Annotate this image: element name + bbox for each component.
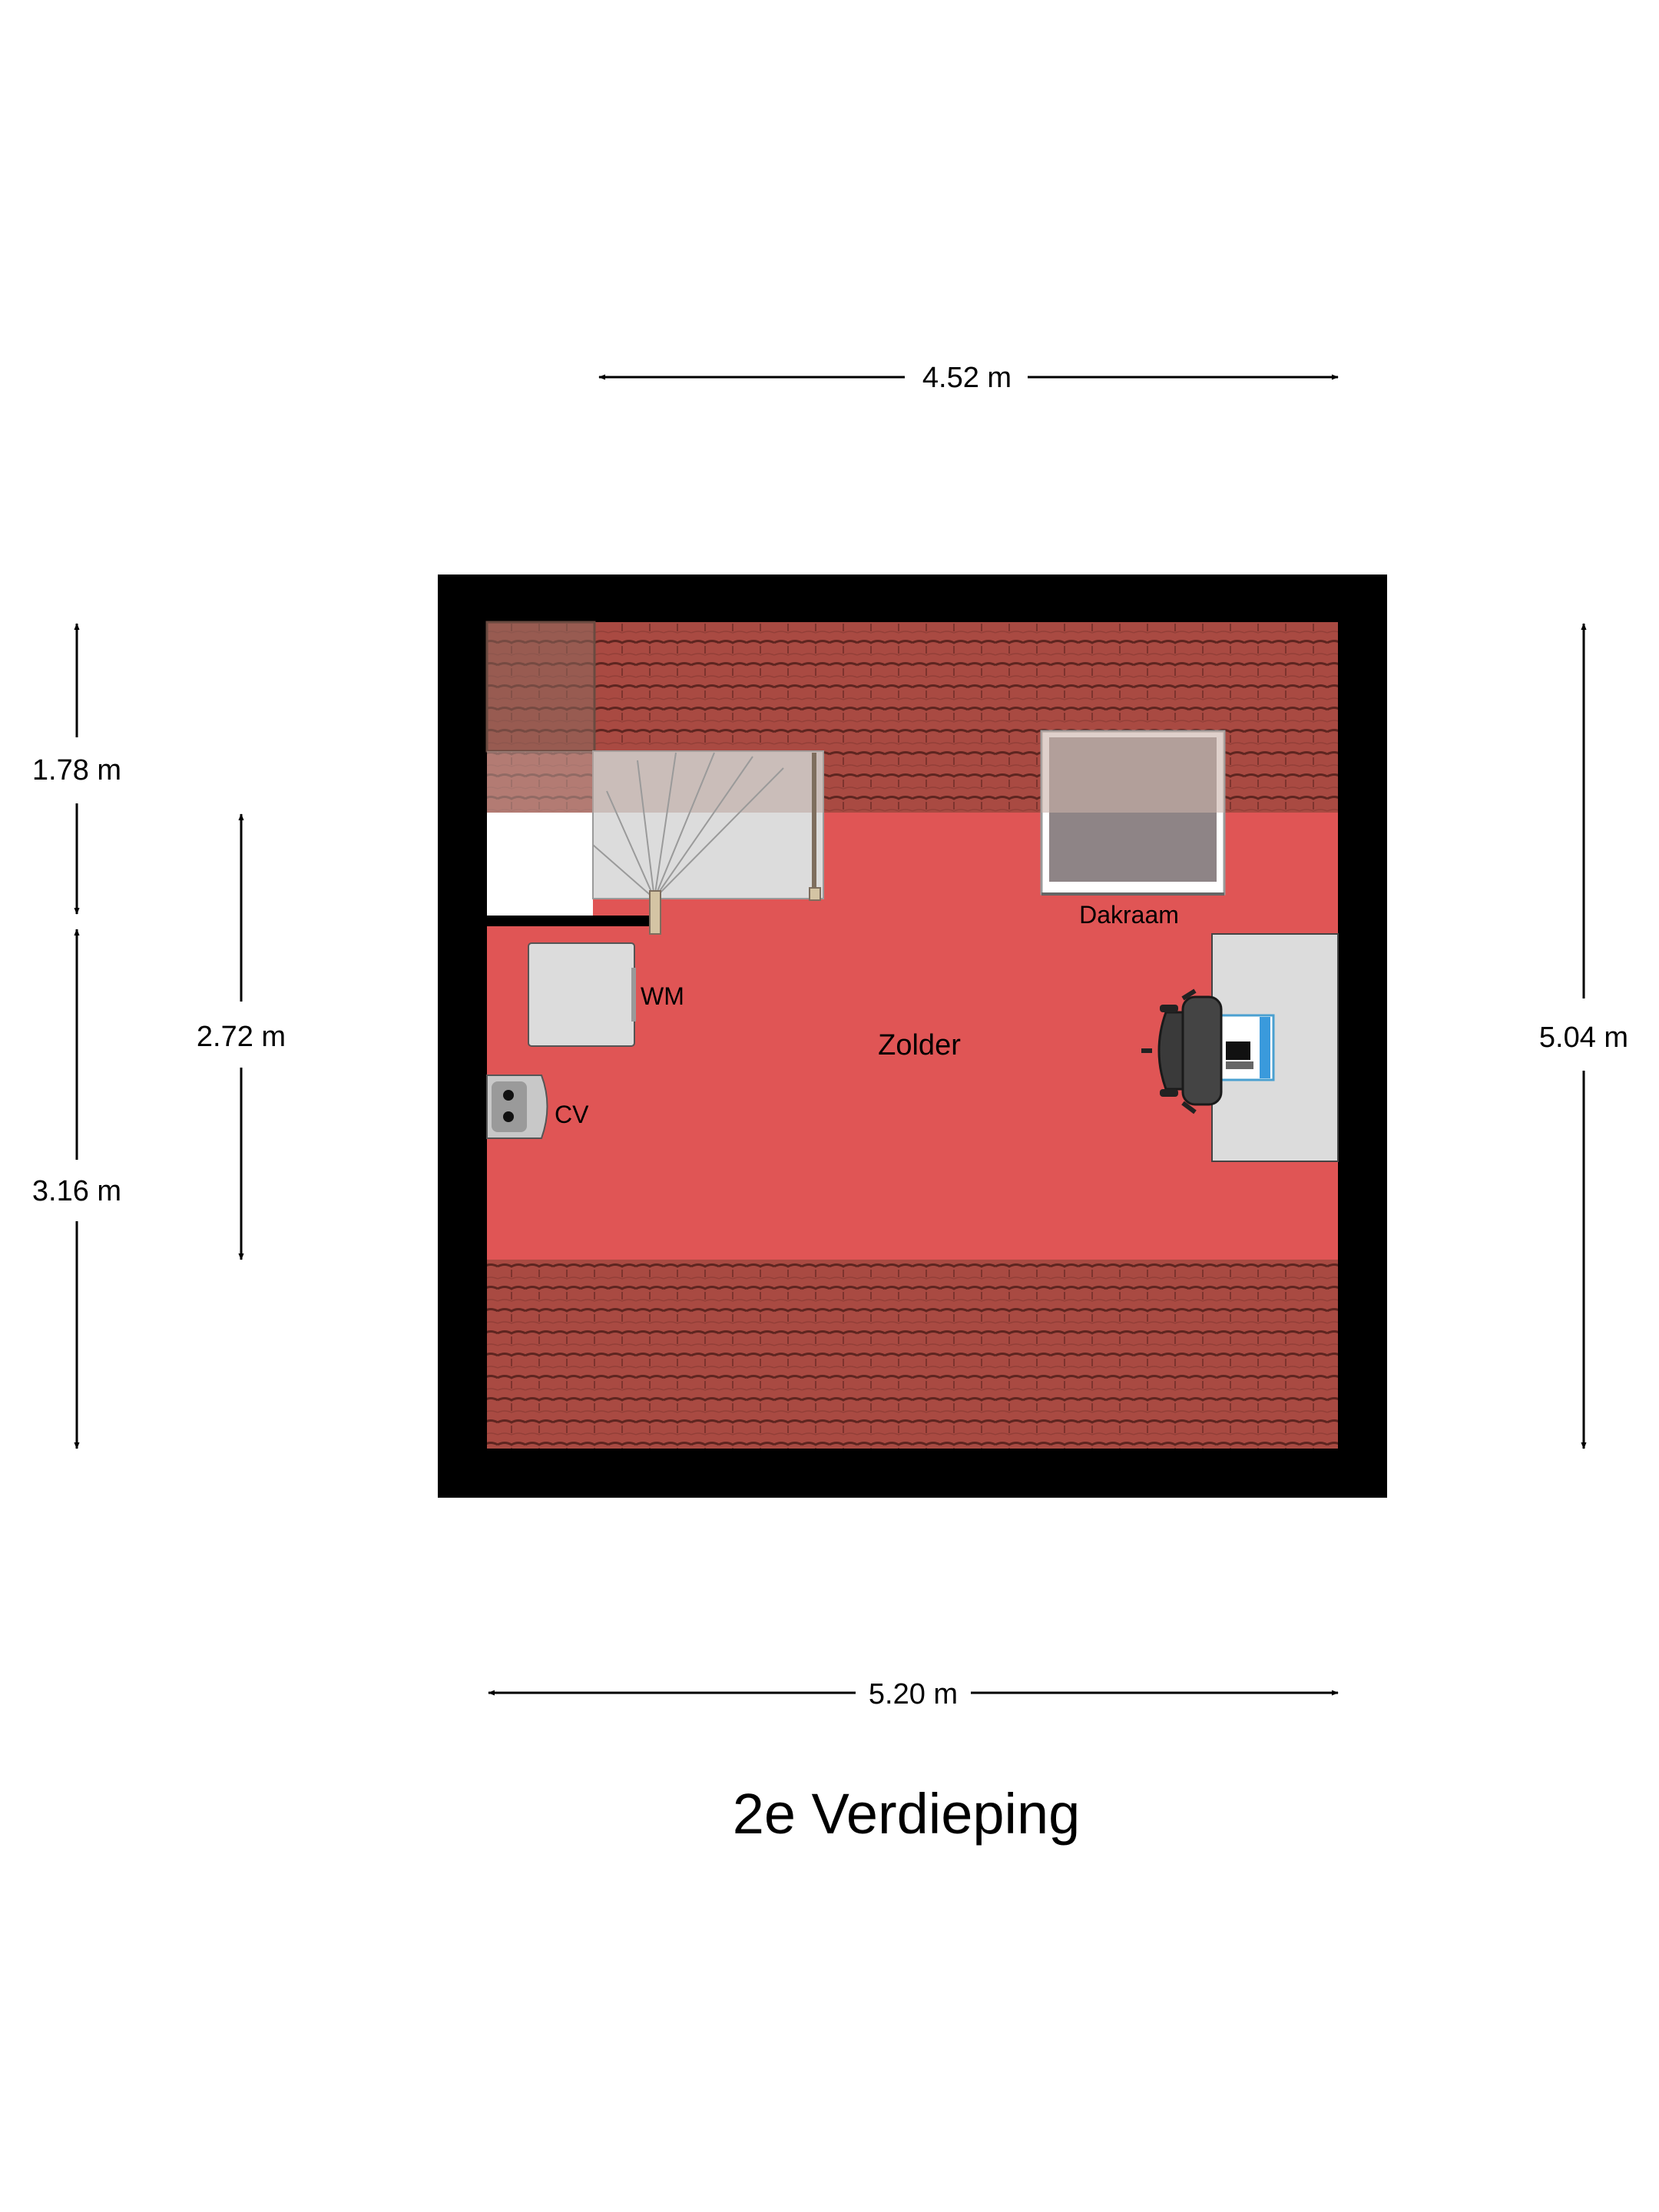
room-label-zolder: Zolder [878,1029,961,1061]
floor-title: 2e Verdieping [733,1782,1081,1846]
skylight-icon [1040,730,1226,896]
dimension-right: 5.04 m [1539,623,1628,1449]
roof-tiles-bottom [487,1260,1338,1449]
room-label-dakraam: Dakraam [1079,901,1179,929]
room-label-wm: WM [641,982,684,1010]
desk-chair-icon [1141,988,1223,1114]
room-label-cv: CV [555,1101,589,1128]
dimension-top: 4.52 m [598,362,1339,394]
inner-wall [487,916,654,926]
dimension-left-upper: 1.78 m [32,623,121,915]
washing-machine-icon [528,942,636,1047]
stair-icon [487,750,824,935]
dimension-left-inner-label: 2.72 m [197,1021,286,1053]
dimension-right-label: 5.04 m [1539,1022,1628,1054]
shaft-block [487,622,594,751]
computer-icon [1217,1014,1275,1081]
dimension-left-inner: 2.72 m [197,813,286,1260]
dimension-top-label: 4.52 m [922,362,1012,394]
dimension-left-lower: 3.16 m [32,929,121,1449]
dimension-left-upper-label: 1.78 m [32,754,121,786]
dimension-left-lower-label: 3.16 m [32,1175,121,1207]
stair-void [487,813,593,916]
boiler-icon [486,1075,548,1139]
dimension-bottom-label: 5.20 m [869,1678,958,1710]
dimension-bottom: 5.20 m [488,1678,1339,1710]
